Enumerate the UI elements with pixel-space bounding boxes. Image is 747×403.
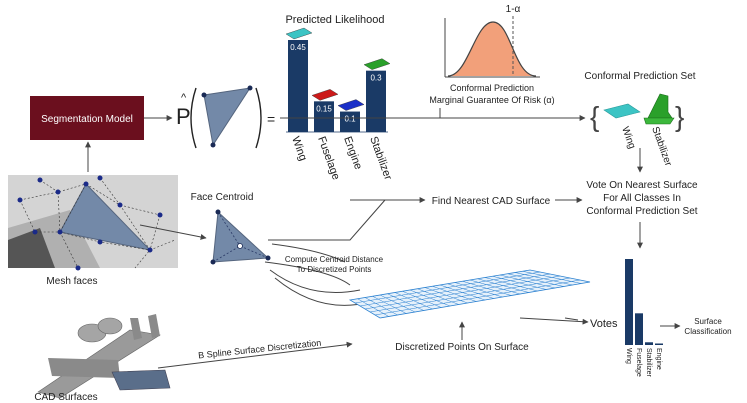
face-triangle-icon <box>203 87 252 147</box>
likelihood-bar-engine <box>340 111 360 132</box>
vertex-dot <box>247 85 253 91</box>
conformal-curve-plot: 1-α Conformal Prediction Marginal Guaran… <box>429 4 554 105</box>
vote-bar-fuselage <box>635 313 643 345</box>
conformal-caption-line1: Conformal Prediction <box>450 83 534 93</box>
risk-curve-fill <box>448 22 536 76</box>
p-hat-expression: P ^ = <box>176 85 275 149</box>
arrow-grid-to-votes-stem <box>564 317 579 321</box>
cad-airplane-image <box>37 314 171 399</box>
vote-category-wing: Wing <box>625 348 632 364</box>
vote-line2: For All Classes In <box>603 193 681 204</box>
set-item-stabilizer: Stabilizer <box>649 125 674 168</box>
airplane-wing-right <box>111 369 171 391</box>
vertex-dot <box>201 92 207 98</box>
part-icon-fuselage <box>311 89 339 101</box>
likelihood-bar-fuselage <box>314 101 334 132</box>
likelihood-value-wing: 0.45 <box>290 43 306 52</box>
mesh-faces-image <box>8 175 178 271</box>
likelihood-bar-stabilizer <box>366 70 386 132</box>
vote-line1: Vote On Nearest Surface <box>586 180 698 191</box>
distance-arcs <box>264 243 371 306</box>
vote-bar-wing <box>625 259 633 345</box>
p-hat-symbol: P <box>176 104 191 129</box>
mesh-faces-label: Mesh faces <box>46 276 97 287</box>
mesh-vertices <box>17 175 163 271</box>
open-paren <box>190 87 197 149</box>
vertex-dot <box>210 259 216 265</box>
set-item-wing: Wing <box>619 125 637 150</box>
wing-icon <box>603 103 641 119</box>
mesh-selected-face <box>59 183 152 251</box>
segmentation-model-box: Segmentation Model <box>30 96 144 140</box>
find-nearest-label: Find Nearest CAD Surface <box>432 196 551 207</box>
face-centroid: Face Centroid <box>191 192 271 265</box>
risk-curve-line <box>447 21 537 77</box>
airplane-engine-right <box>97 317 123 335</box>
face-centroid-label: Face Centroid <box>191 192 254 203</box>
close-paren <box>255 87 262 149</box>
grid-line <box>369 277 571 313</box>
vertex-dot <box>265 255 271 261</box>
centroid-medians <box>212 211 269 263</box>
cad-surfaces-label: CAD Surfaces <box>34 392 97 403</box>
likelihood-category-fuselage: Fuselage <box>315 135 342 182</box>
likelihood-value-fuselage: 0.15 <box>316 104 332 113</box>
arrow-cad-to-discretized <box>157 341 353 369</box>
part-icon-engine <box>337 99 365 111</box>
mesh-dark-surface <box>8 228 55 268</box>
discretized-point-grid <box>348 269 591 319</box>
alpha-label: 1-α <box>506 4 521 15</box>
close-brace: } <box>675 101 684 132</box>
surface-classification-line1: Surface <box>694 317 722 326</box>
conformal-caption-line2: Marginal Guarantee Of Risk (α) <box>429 95 554 105</box>
airplane-tail-fin <box>148 314 160 338</box>
p-hat-caret: ^ <box>181 92 187 104</box>
centroid-distance-line2: To Discretized Points <box>297 265 372 274</box>
vote-bar-stabilizer <box>645 342 653 345</box>
bspline-label: B Spline Surface Discretization <box>198 338 322 361</box>
likelihood-category-stabilizer: Stabilizer <box>367 135 394 182</box>
vote-bar-engine <box>655 343 663 345</box>
predicted-likelihood-title: Predicted Likelihood <box>285 14 384 26</box>
airplane-tail-fin <box>130 318 142 340</box>
vote-category-stabilizer: Stabilizer <box>645 348 652 377</box>
grid-line <box>359 273 551 307</box>
segmentation-model-label: Segmentation Model <box>41 114 133 125</box>
airplane-wing-left <box>48 358 120 378</box>
likelihood-category-engine: Engine <box>341 135 364 171</box>
likelihood-value-engine: 0.1 <box>344 115 356 124</box>
grid-line <box>354 271 541 304</box>
arrow-grid-to-votes <box>519 317 589 325</box>
grid-line <box>364 275 561 310</box>
vertex-dot <box>210 142 216 148</box>
part-icon-wing <box>285 27 313 40</box>
connector-to-find-nearest <box>268 199 386 241</box>
discretized-label: Discretized Points On Surface <box>395 342 529 353</box>
vote-category-engine: Engine <box>655 348 662 370</box>
segmentation-model-rect <box>30 96 144 140</box>
votes-label: Votes <box>590 318 618 330</box>
likelihood-bar-wing <box>288 40 308 132</box>
centroid-triangle <box>212 210 270 263</box>
vote-line3: Conformal Prediction Set <box>586 206 697 217</box>
grid-line <box>374 279 581 316</box>
prediction-set-title: Conformal Prediction Set <box>584 71 695 82</box>
vote-instructions: Vote On Nearest Surface For All Classes … <box>586 180 698 217</box>
arrow-mesh-to-centroid <box>139 224 207 240</box>
vote-category-fuselage: Fuselage <box>635 348 642 377</box>
centroid-point <box>237 243 243 249</box>
stabilizer-icon <box>643 93 675 125</box>
centroid-distance-line1: Compute Centroid Distance <box>285 255 384 264</box>
surface-classification-line2: Classification <box>684 327 731 336</box>
equals-sign: = <box>267 111 275 127</box>
vertex-dot <box>215 209 221 215</box>
likelihood-category-wing: Wing <box>289 135 309 163</box>
part-icon-stabilizer <box>363 58 391 70</box>
open-brace: { <box>590 101 599 132</box>
likelihood-value-stabilizer: 0.3 <box>370 74 382 83</box>
